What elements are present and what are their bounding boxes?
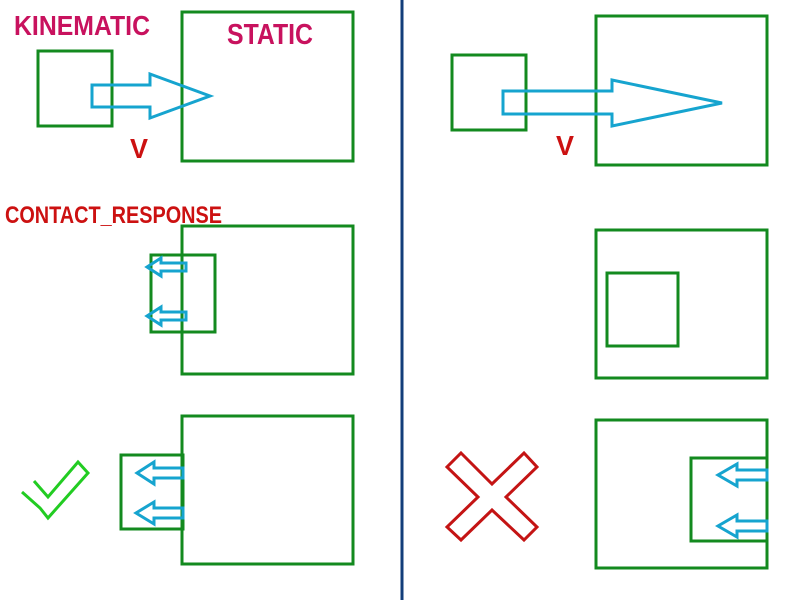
contact-response-arrow-5b: [133, 499, 185, 527]
contact-response-arrow-3b: [144, 304, 188, 328]
static-label: STATIC: [227, 19, 313, 51]
static-body-6: [594, 418, 769, 570]
static-body-5: [180, 414, 355, 566]
velocity-arrow-1: [90, 71, 215, 121]
contact-response-arrow-6a: [715, 461, 769, 489]
check-mark-icon: [21, 459, 91, 521]
kinematic-body-1: [36, 49, 114, 128]
kinematic-label: KINEMATIC: [14, 10, 150, 41]
velocity-arrow-2: [501, 78, 723, 128]
contact-response-arrow-5a: [134, 459, 185, 487]
contact-response-arrow-3a: [144, 255, 188, 279]
kinematic-body-3: [149, 253, 217, 334]
kinematic-body-5: [119, 453, 185, 531]
kinematic-body-6: [689, 456, 769, 543]
static-body-4: [594, 228, 769, 380]
static-body-3: [180, 224, 355, 376]
cross-mark-icon: [444, 450, 540, 543]
static-body-2: [594, 14, 769, 167]
velocity-label-right: V: [556, 130, 574, 161]
kinematic-body-4: [605, 271, 680, 348]
contact-response-arrow-6b: [715, 512, 769, 540]
velocity-label-left: V: [130, 133, 148, 164]
